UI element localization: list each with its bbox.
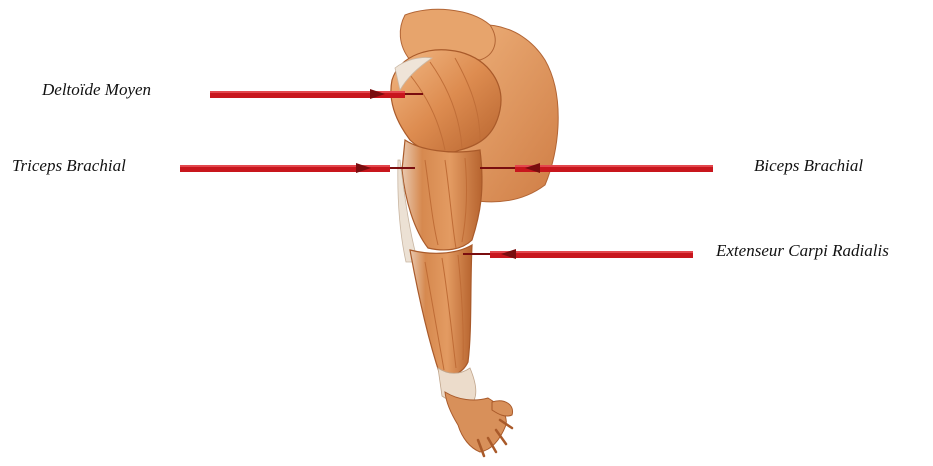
label-biceps-brachial: Biceps Brachial [754, 156, 863, 176]
label-deltoide-moyen: Deltoïde Moyen [42, 80, 151, 100]
arrow-extenseur [463, 249, 693, 259]
upper-arm [402, 140, 482, 250]
arrow-triceps [180, 163, 415, 173]
label-extenseur-carpi-radialis: Extenseur Carpi Radialis [716, 241, 889, 261]
label-triceps-brachial: Triceps Brachial [12, 156, 126, 176]
